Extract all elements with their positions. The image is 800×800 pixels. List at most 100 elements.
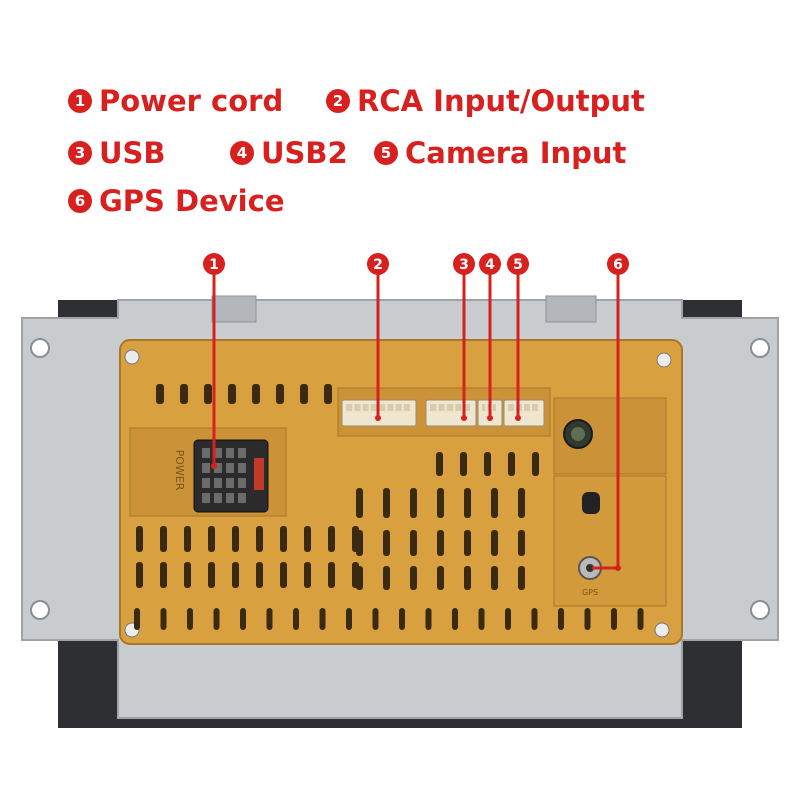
gps-port-label: GPS — [582, 588, 598, 597]
connector-pin — [532, 404, 538, 411]
mounting-hole — [750, 600, 770, 620]
vent-slot — [558, 608, 564, 630]
vent-slot — [134, 608, 140, 630]
vent-slot — [328, 526, 335, 552]
power-pin — [238, 463, 246, 473]
vent-slot — [383, 530, 390, 556]
power-pin — [226, 493, 234, 503]
vent-slot — [252, 384, 260, 404]
vent-slot — [208, 562, 215, 588]
power-pin — [226, 478, 234, 488]
connector-pin — [482, 404, 486, 411]
vent-slot — [324, 384, 332, 404]
vent-slot — [505, 608, 511, 630]
legend-number-6: 6 — [68, 189, 92, 213]
vent-slot — [531, 608, 538, 630]
callout-dot-2 — [375, 415, 381, 421]
connector-pin — [362, 404, 369, 411]
vent-slot — [484, 452, 491, 476]
vent-slot — [518, 488, 525, 518]
legend-number-4: 4 — [230, 141, 254, 165]
vent-slot — [184, 526, 191, 552]
mounting-hole — [750, 338, 770, 358]
callout-badge-6 — [607, 253, 629, 275]
vent-slot — [280, 562, 287, 588]
vent-slot — [293, 608, 299, 630]
panel-screw — [654, 622, 670, 638]
callout-badge-1 — [203, 253, 225, 275]
vent-slot — [584, 608, 591, 630]
vent-slot — [276, 384, 284, 404]
vent-slot — [136, 562, 143, 588]
callout-badge-2 — [367, 253, 389, 275]
callout-badge-4 — [479, 253, 501, 275]
callout-dot-3 — [461, 415, 467, 421]
power-pin — [202, 493, 210, 503]
vent-slot — [319, 608, 326, 630]
connector-pin — [387, 404, 394, 411]
legend-number-1: 1 — [68, 89, 92, 113]
mounting-hole — [30, 338, 50, 358]
connector-pin — [508, 404, 514, 411]
vent-slot — [356, 566, 363, 590]
vent-slot — [491, 488, 498, 518]
connector-socket — [425, 399, 477, 427]
vent-slot — [611, 608, 617, 630]
vent-slot — [256, 526, 263, 552]
callout-number-1: 1 — [209, 257, 219, 273]
vent-slot — [240, 608, 246, 630]
vent-slot — [399, 608, 405, 630]
mounting-hole — [30, 600, 50, 620]
vent-slot — [280, 526, 287, 552]
vent-slot — [437, 530, 444, 556]
vent-slot — [437, 566, 444, 590]
vent-slot — [532, 452, 539, 476]
power-pin — [226, 463, 234, 473]
connector-pin — [492, 404, 496, 411]
power-pin — [214, 493, 222, 503]
vent-slot — [300, 384, 308, 404]
legend-number-3: 3 — [68, 141, 92, 165]
callout-number-3: 3 — [459, 257, 469, 273]
vent-slot — [464, 566, 471, 590]
power-pin — [214, 478, 222, 488]
vent-slot — [637, 608, 644, 630]
top-clip-right — [545, 295, 597, 323]
vent-slot — [184, 562, 191, 588]
vent-slot — [410, 566, 417, 590]
legend-label-gps: GPS Device — [99, 184, 285, 218]
vent-slot — [204, 384, 212, 404]
vent-slot — [372, 608, 379, 630]
connector-pin — [430, 404, 437, 411]
callout-badge-5 — [507, 253, 529, 275]
power-connector-pins — [202, 448, 246, 503]
power-pin — [238, 448, 246, 458]
vent-slot — [187, 608, 193, 630]
callout-dot-6 — [615, 565, 621, 571]
vent-slot — [356, 488, 363, 518]
vent-slot — [304, 526, 311, 552]
vent-slot — [478, 608, 485, 630]
vent-slot — [518, 566, 525, 590]
power-port-label: POWER — [173, 450, 186, 491]
callout-number-4: 4 — [485, 257, 495, 273]
legend-number-5: 5 — [374, 141, 398, 165]
power-pin — [238, 493, 246, 503]
connector-socket — [503, 399, 545, 427]
power-pin — [202, 478, 210, 488]
legend-label-camera: Camera Input — [405, 136, 627, 170]
power-pin — [238, 478, 246, 488]
vent-slot — [436, 452, 443, 476]
vent-slot — [464, 488, 471, 518]
legend-item-usb: 3 USB — [68, 136, 166, 170]
gps-port-center — [586, 564, 594, 572]
connector-pin — [346, 404, 353, 411]
connector-pin — [446, 404, 454, 411]
vent-slot — [328, 562, 335, 588]
vent-slot — [410, 488, 417, 518]
legend-label-power-cord: Power cord — [99, 84, 284, 118]
power-pin — [202, 463, 210, 473]
vent-slot — [410, 530, 417, 556]
